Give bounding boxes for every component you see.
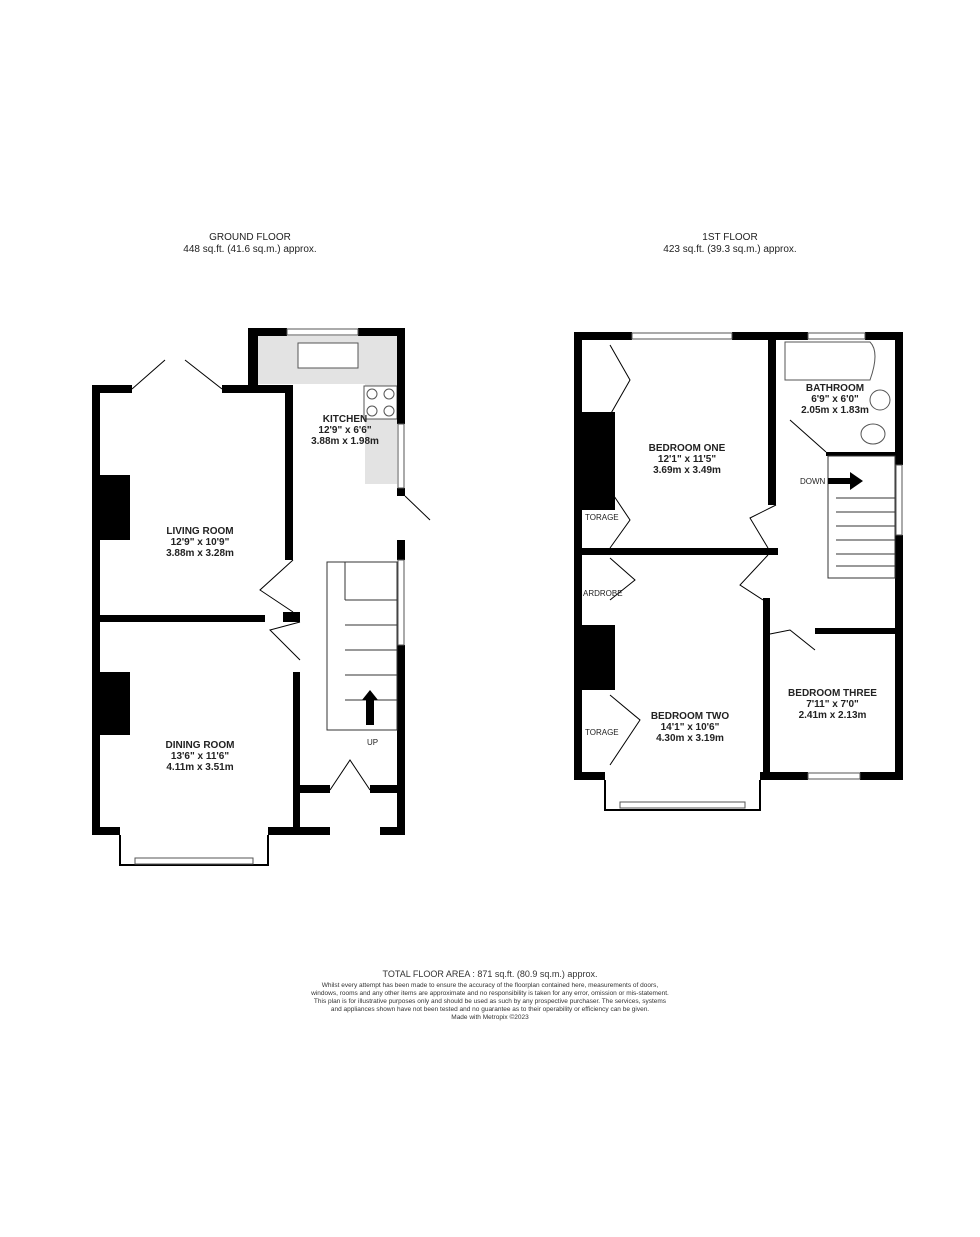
up-arrow-icon — [362, 690, 378, 725]
ground-floor-area: 448 sq.ft. (41.6 sq.m.) approx. — [183, 244, 317, 255]
room-metric: 4.30m x 3.19m — [656, 733, 724, 744]
room-bathroom: BATHROOM 6'9" x 6'0" 2.05m x 1.83m — [790, 383, 880, 416]
room-metric: 2.05m x 1.83m — [801, 405, 869, 416]
room-imperial: 12'9" x 10'9" — [170, 537, 230, 548]
room-imperial: 7'11" x 7'0" — [806, 699, 859, 710]
room-imperial: 12'9" x 6'6" — [318, 425, 372, 436]
room-bedroom-three: BEDROOM THREE 7'11" x 7'0" 2.41m x 2.13m — [775, 688, 890, 721]
hob-icon — [363, 385, 398, 420]
first-floor-area: 423 sq.ft. (39.3 sq.m.) approx. — [663, 244, 797, 255]
first-floor-plan — [574, 332, 903, 811]
ground-floor-header: GROUND FLOOR 448 sq.ft. (41.6 sq.m.) app… — [130, 232, 370, 256]
first-floor-title: 1ST FLOOR — [702, 232, 758, 243]
first-floor-header: 1ST FLOOR 423 sq.ft. (39.3 sq.m.) approx… — [610, 232, 850, 256]
basin-icon — [869, 389, 891, 411]
bath-icon — [784, 341, 876, 381]
room-name: BATHROOM — [805, 383, 865, 394]
first-stairs — [827, 455, 896, 579]
room-living: LIVING ROOM 12'9" x 10'9" 3.88m x 3.28m — [150, 526, 250, 559]
room-metric: 4.11m x 3.51m — [166, 762, 234, 773]
room-metric: 3.88m x 3.28m — [166, 548, 234, 559]
ground-stairs — [326, 561, 398, 731]
storage-label-2: TORAGE — [585, 728, 619, 737]
wardrobe-label: ARDROBE — [583, 589, 623, 598]
total-floor-area: TOTAL FLOOR AREA : 871 sq.ft. (80.9 sq.m… — [382, 969, 598, 979]
room-metric: 3.69m x 3.49m — [653, 465, 721, 476]
room-imperial: 14'1" x 10'6" — [660, 722, 720, 733]
storage-label-1: TORAGE — [585, 513, 619, 522]
room-bedroom-two: BEDROOM TWO 14'1" x 10'6" 4.30m x 3.19m — [640, 711, 740, 744]
footer: TOTAL FLOOR AREA : 871 sq.ft. (80.9 sq.m… — [310, 968, 670, 1022]
room-kitchen: KITCHEN 12'9" x 6'6" 3.88m x 1.98m — [295, 414, 395, 447]
room-metric: 3.88m x 1.98m — [311, 436, 379, 447]
room-name: BEDROOM TWO — [650, 711, 730, 722]
down-arrow-icon — [828, 472, 863, 490]
room-name: LIVING ROOM — [166, 526, 234, 537]
sink-icon — [297, 342, 359, 369]
stairs-up-label: UP — [367, 738, 379, 747]
ground-floor-plan — [92, 328, 431, 866]
credit: Made with Metropix ©2023 — [451, 1014, 529, 1021]
room-dining: DINING ROOM 13'6" x 11'6" 4.11m x 3.51m — [150, 740, 250, 773]
room-imperial: 13'6" x 11'6" — [170, 751, 230, 762]
room-name: BEDROOM THREE — [788, 688, 877, 699]
room-metric: 2.41m x 2.13m — [798, 710, 867, 721]
room-imperial: 12'1" x 11'5" — [657, 454, 717, 465]
room-imperial: 6'9" x 6'0" — [811, 394, 859, 405]
toilet-icon — [860, 423, 886, 445]
room-bedroom-one: BEDROOM ONE 12'1" x 11'5" 3.69m x 3.49m — [632, 443, 742, 476]
room-name: DINING ROOM — [165, 740, 235, 751]
stairs-down-label: DOWN — [800, 477, 826, 486]
room-name: KITCHEN — [322, 414, 368, 425]
disclaimer: Whilst every attempt has been made to en… — [311, 982, 669, 1013]
room-name: BEDROOM ONE — [648, 443, 726, 454]
ground-floor-title: GROUND FLOOR — [209, 232, 291, 243]
